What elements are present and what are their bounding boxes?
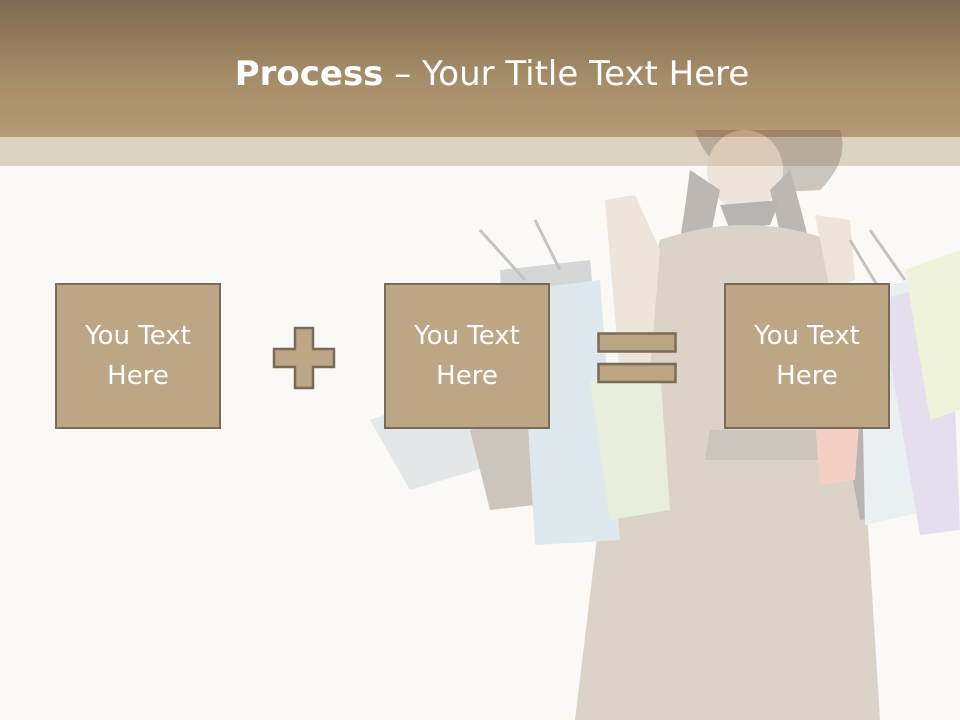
process-result-box[interactable]: You Text Here bbox=[724, 283, 890, 429]
slide-title: Process – Your Title Text Here bbox=[0, 52, 960, 96]
process-step-2-text: You Text Here bbox=[414, 321, 520, 391]
equals-icon bbox=[597, 332, 677, 384]
title-bar bbox=[0, 0, 960, 137]
slide-title-rest: – Your Title Text Here bbox=[383, 54, 750, 94]
title-bar-strip bbox=[0, 137, 960, 166]
process-step-2-box[interactable]: You Text Here bbox=[384, 283, 550, 429]
slide-title-bold: Process bbox=[234, 54, 384, 94]
process-step-1-text: You Text Here bbox=[85, 321, 191, 391]
process-step-1-box[interactable]: You Text Here bbox=[55, 283, 221, 429]
plus-icon bbox=[272, 326, 336, 390]
shopping-woman-illustration bbox=[370, 130, 960, 720]
process-result-text: You Text Here bbox=[754, 321, 860, 391]
